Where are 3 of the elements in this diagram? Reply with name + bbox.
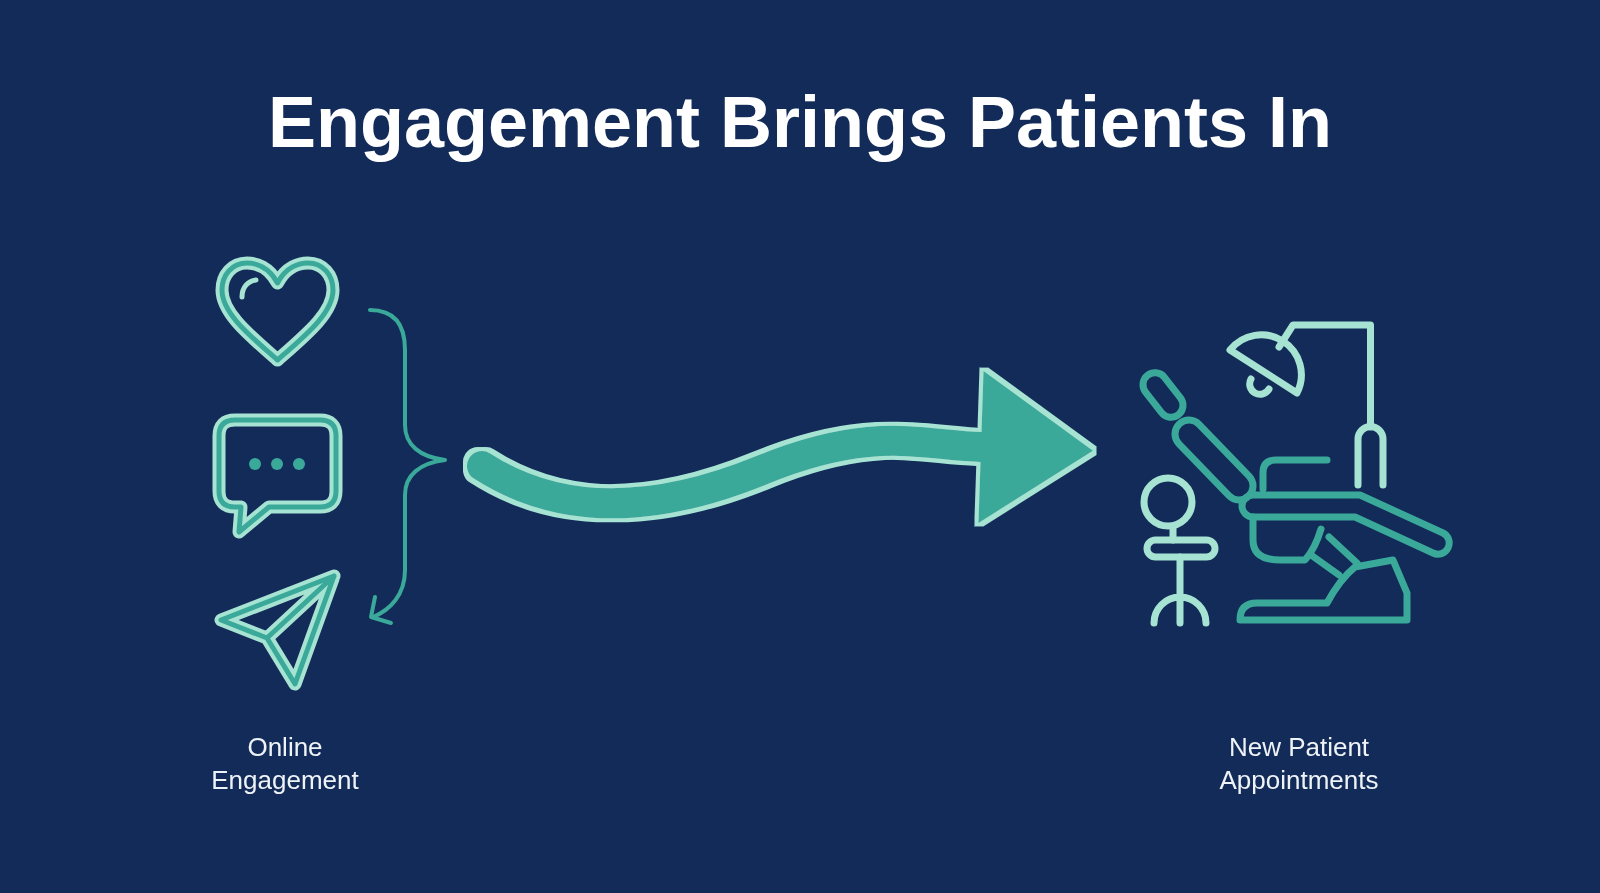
node-label: Online Engagement — [210, 731, 360, 797]
title: Engagement Brings Patients In — [267, 81, 1333, 164]
node-label: New Patient Appointments — [1219, 731, 1379, 797]
